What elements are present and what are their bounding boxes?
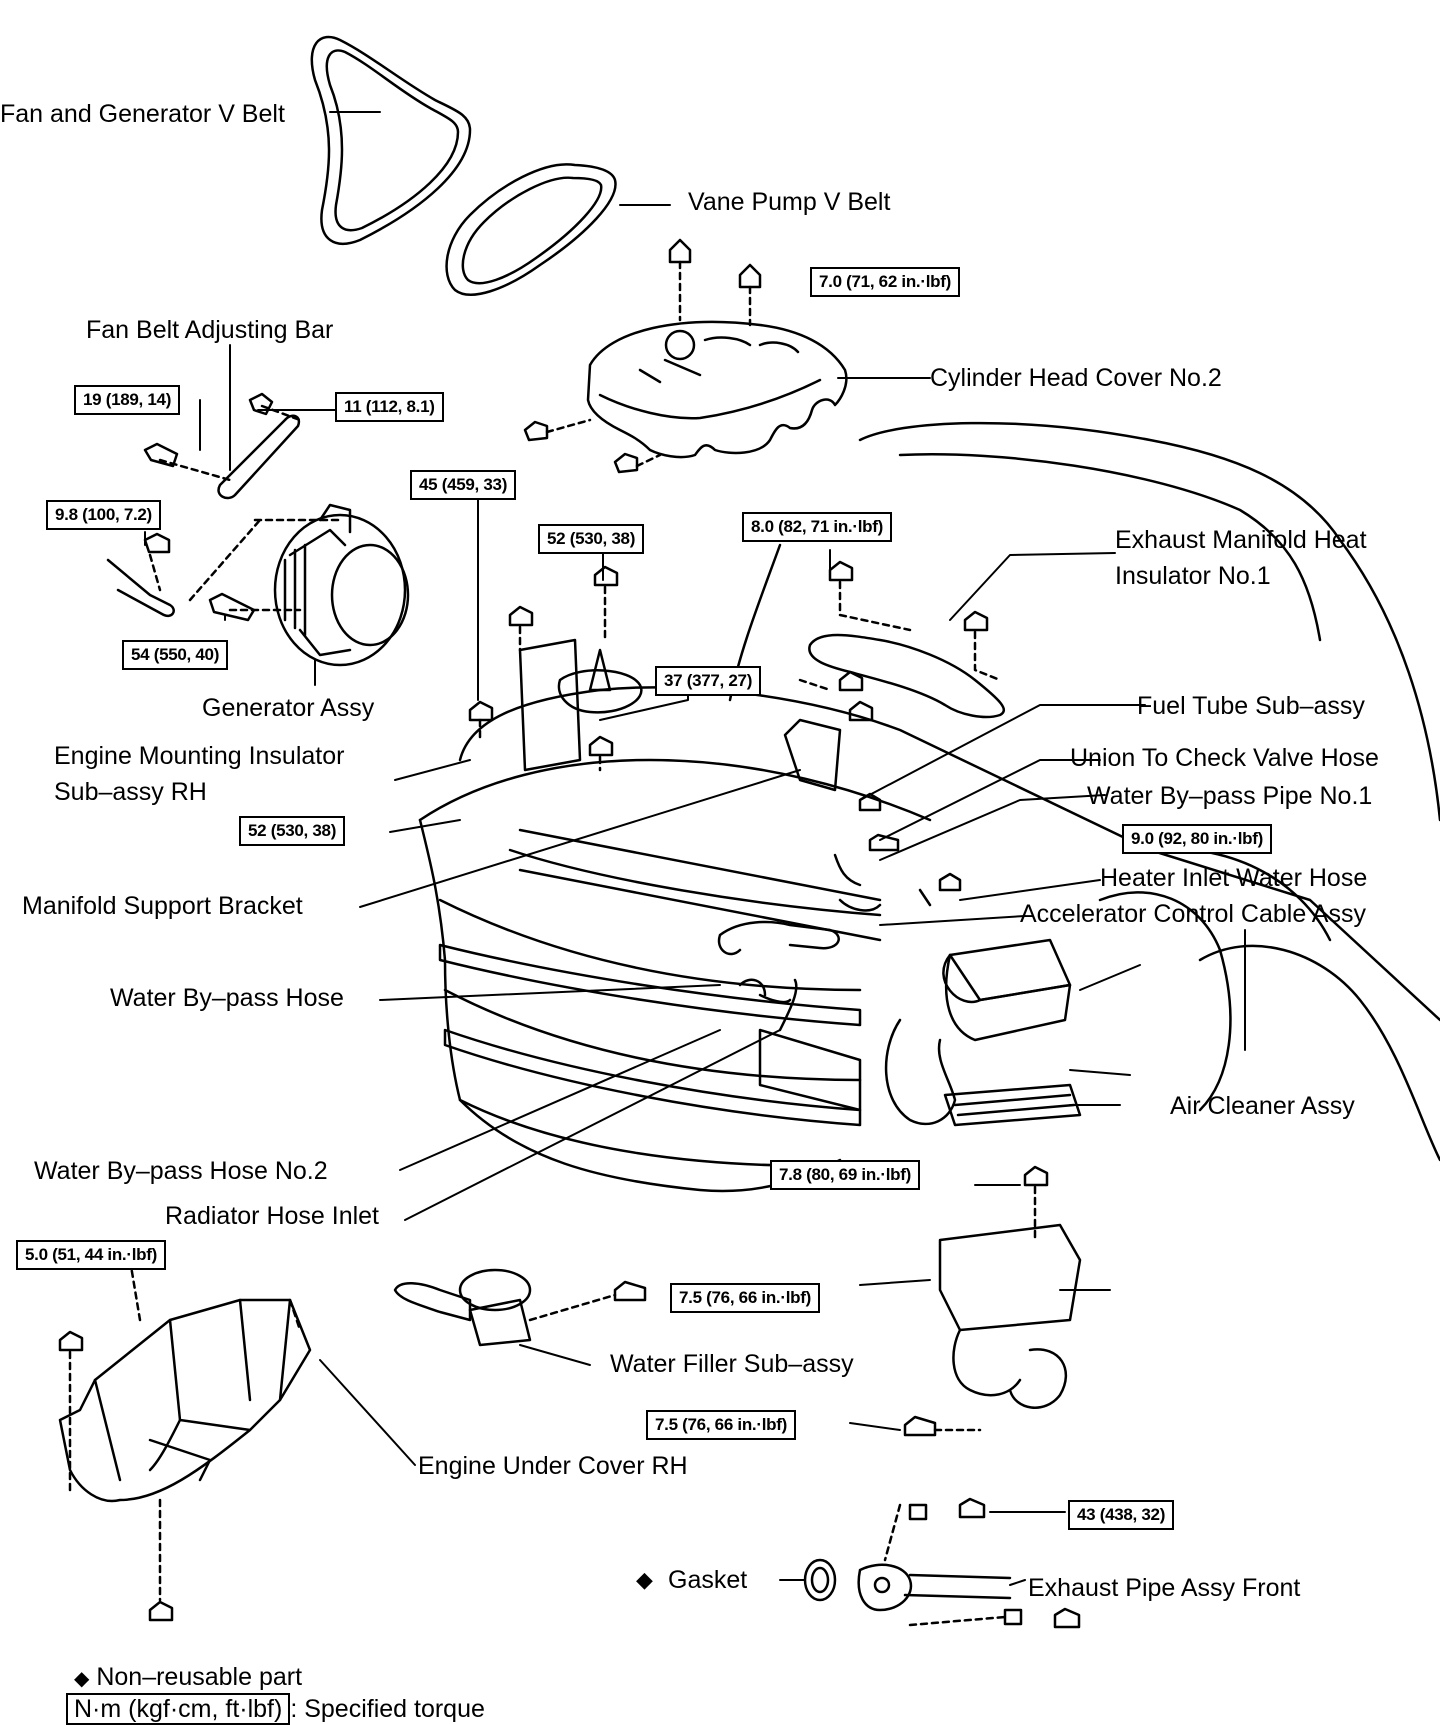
vehicle-body: [418, 421, 1440, 1193]
exhaust-pipe-assy-front: [857, 1563, 1012, 1612]
torque-box-52-top: 52 (530, 38): [538, 524, 645, 554]
legend-specified-torque: N·m (kgf·cm, ft·lbf): Specified torque: [66, 1693, 485, 1725]
label-water-bypass-hose: Water By–pass Hose: [110, 984, 344, 1012]
water-filler-sub-assy: [393, 1268, 532, 1347]
manifold-support-bracket: [783, 718, 842, 792]
torque-box-cylinder-cover: 7.0 (71, 62 in.·lbf): [810, 267, 960, 297]
label-gasket: Gasket: [668, 1566, 748, 1594]
vane-pump-v-belt: [445, 163, 617, 296]
legend-non-reusable-text: Non–reusable part: [96, 1663, 303, 1691]
torque-box-52-bottom: 52 (530, 38): [239, 816, 346, 846]
torque-box-7-8: 7.8 (80, 69 in.·lbf): [770, 1160, 920, 1190]
label-water-bypass-pipe: Water By–pass Pipe No.1: [1087, 782, 1373, 810]
label-exhaust-heat-insulator-2: Insulator No.1: [1115, 562, 1271, 590]
torque-box-37: 37 (377, 27): [655, 666, 762, 696]
legend-non-reusable: ◆ Non–reusable part: [74, 1662, 302, 1694]
torque-box-5: 5.0 (51, 44 in.·lbf): [16, 1240, 166, 1270]
generator-assy: [273, 503, 410, 667]
label-union-check-valve: Union To Check Valve Hose: [1070, 744, 1379, 772]
torque-box-43: 43 (438, 32): [1068, 1500, 1175, 1530]
torque-box-45: 45 (459, 33): [410, 470, 517, 500]
torque-box-54: 54 (550, 40): [122, 640, 229, 670]
torque-box-7-5-a: 7.5 (76, 66 in.·lbf): [670, 1283, 820, 1313]
fan-generator-v-belt: [310, 35, 472, 245]
torque-box-8: 8.0 (82, 71 in.·lbf): [742, 512, 892, 542]
cylinder-head-cover: [586, 320, 848, 459]
leader-lines: [144, 111, 1246, 1586]
label-accelerator-cable: Accelerator Control Cable Assy: [1020, 900, 1366, 928]
torque-box-9-8: 9.8 (100, 7.2): [46, 500, 161, 530]
label-fan-generator-belt: Fan and Generator V Belt: [0, 100, 285, 128]
label-engine-under-cover: Engine Under Cover RH: [418, 1452, 688, 1480]
label-engine-mounting-1: Engine Mounting Insulator: [54, 742, 345, 770]
label-radiator-hose-inlet: Radiator Hose Inlet: [165, 1202, 380, 1230]
gasket: [803, 1558, 837, 1602]
label-generator-assy: Generator Assy: [202, 694, 375, 722]
torque-box-7-5-b: 7.5 (76, 66 in.·lbf): [646, 1410, 796, 1440]
label-air-cleaner: Air Cleaner Assy: [1170, 1092, 1355, 1120]
label-water-bypass-hose-2: Water By–pass Hose No.2: [34, 1157, 328, 1185]
air-cleaner-assy: [884, 938, 1082, 1409]
label-exhaust-pipe-front: Exhaust Pipe Assy Front: [1028, 1574, 1301, 1602]
torque-box-19: 19 (189, 14): [74, 385, 181, 415]
torque-box-11: 11 (112, 8.1): [335, 392, 444, 422]
legend-torque-units-box: N·m (kgf·cm, ft·lbf): [66, 1693, 291, 1725]
label-fuel-tube: Fuel Tube Sub–assy: [1137, 692, 1365, 720]
label-water-filler: Water Filler Sub–assy: [610, 1350, 854, 1378]
label-manifold-support: Manifold Support Bracket: [22, 892, 303, 920]
legend-diamond-symbol: ◆: [74, 1668, 90, 1690]
engine-under-cover: [58, 1298, 312, 1503]
engine-mounting-insulator: [518, 638, 643, 772]
label-fan-belt-adjusting-bar: Fan Belt Adjusting Bar: [86, 316, 334, 344]
label-exhaust-heat-insulator-1: Exhaust Manifold Heat: [1115, 526, 1367, 554]
gasket-symbol: ◆: [636, 1567, 653, 1592]
label-engine-mounting-2: Sub–assy RH: [54, 778, 207, 806]
label-heater-inlet-hose: Heater Inlet Water Hose: [1100, 864, 1368, 892]
legend-specified-torque-text: : Specified torque: [290, 1695, 485, 1723]
torque-box-9: 9.0 (92, 80 in.·lbf): [1122, 824, 1272, 854]
label-vane-pump-belt: Vane Pump V Belt: [688, 188, 891, 216]
label-cylinder-head-cover: Cylinder Head Cover No.2: [930, 364, 1222, 392]
fan-belt-adjusting-bar: [217, 414, 301, 500]
